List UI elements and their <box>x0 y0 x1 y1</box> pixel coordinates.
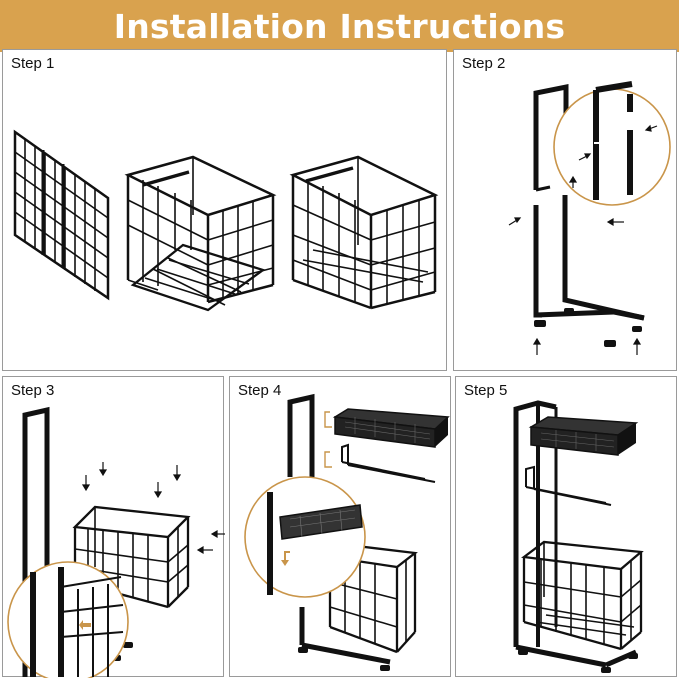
leveling-foot-icon <box>298 647 390 671</box>
leveling-foot-icon <box>518 649 638 673</box>
step-1-panel: Step 1 <box>2 49 447 371</box>
magnifier-circle-icon <box>553 81 671 206</box>
header-banner: Installation Instructions <box>0 0 679 52</box>
leveling-foot-icon <box>534 308 642 347</box>
side-frame-icon <box>287 393 315 477</box>
step-4-panel: Step 4 <box>229 376 451 677</box>
magnifier-circle-icon <box>244 476 366 598</box>
step-2-label: Step 2 <box>462 55 506 72</box>
arrow-icon <box>508 124 658 355</box>
mesh-tray-icon <box>528 416 639 456</box>
step-1-illustration <box>13 129 439 312</box>
step-4-illustration <box>244 393 450 671</box>
step-2-illustration <box>508 81 671 355</box>
towel-bar-icon <box>341 443 436 483</box>
step-1-label: Step 1 <box>11 55 55 72</box>
page-title: Installation Instructions <box>113 6 566 46</box>
step-3-label: Step 3 <box>11 382 55 399</box>
wire-basket-assembled-icon <box>289 155 439 310</box>
arrow-icon <box>324 411 332 468</box>
wire-basket-icon <box>521 540 644 651</box>
step-5-panel: Step 5 <box>455 376 677 677</box>
step-3-panel: Step 3 <box>2 376 225 678</box>
wire-basket-icon <box>326 543 418 654</box>
magnifier-circle-icon <box>7 561 129 678</box>
step-3-illustration <box>7 406 225 678</box>
arrow-icon <box>81 462 225 555</box>
step-5-illustration <box>513 400 644 673</box>
mesh-tray-icon <box>332 408 450 448</box>
step-4-label: Step 4 <box>238 382 282 399</box>
folded-basket-panel-icon <box>13 129 110 301</box>
side-frame-icon <box>22 406 50 677</box>
step-5-label: Step 5 <box>464 382 508 399</box>
wire-basket-unfolding-icon <box>124 155 277 312</box>
step-2-panel: Step 2 <box>453 49 677 371</box>
towel-bar-icon <box>525 465 612 506</box>
